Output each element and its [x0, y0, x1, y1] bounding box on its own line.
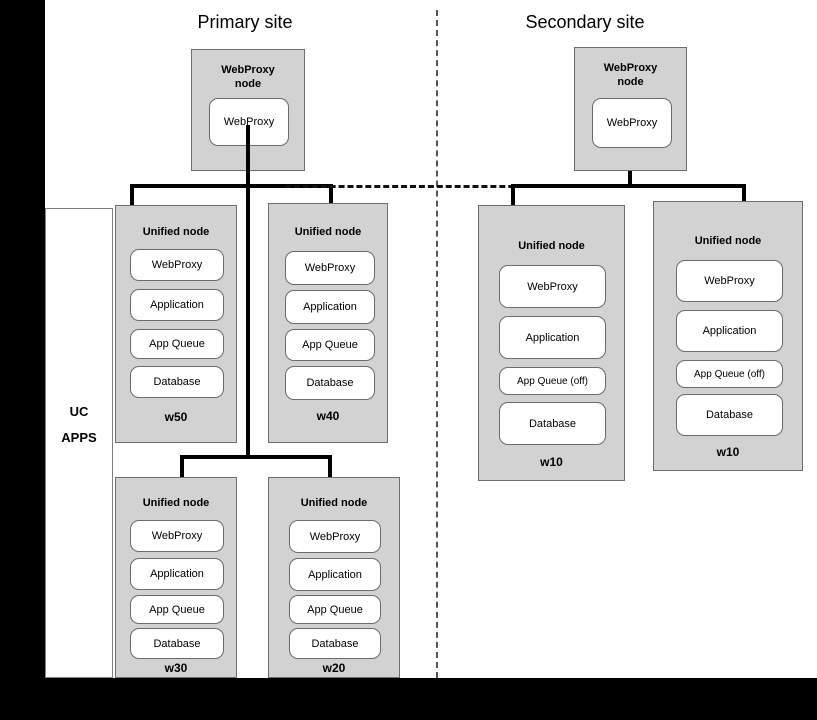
secondary-trunk-line	[628, 171, 632, 186]
unified-node-w50-service-webproxy[interactable]: WebProxy	[130, 249, 224, 281]
diagram-surface: Primary site Secondary site WebProxy nod…	[45, 0, 817, 678]
unified-node-w10-left-footer: w10	[540, 455, 563, 469]
unified-node-w10-left-title: Unified node	[518, 240, 585, 252]
primary-bus-drop-left	[130, 184, 134, 206]
unified-node-w10-right-service-database[interactable]: Database	[676, 394, 783, 436]
unified-node-w20-footer: w20	[322, 661, 346, 675]
secondary-webproxy-node[interactable]: WebProxy node WebProxy	[574, 47, 687, 171]
site-divider-dashed-line	[436, 10, 438, 678]
unified-node-w50-footer: w50	[164, 410, 188, 424]
inter-site-dashed-link	[285, 185, 666, 188]
primary-trunk-line	[246, 125, 250, 457]
unified-node-w20-service-application[interactable]: Application	[289, 558, 381, 591]
unified-node-w40-service-application[interactable]: Application	[285, 290, 375, 324]
secondary-bus-line	[511, 184, 746, 188]
unified-node-w10-right-service-webproxy[interactable]: WebProxy	[676, 260, 783, 302]
unified-node-w20-service-app-queue[interactable]: App Queue	[289, 595, 381, 624]
uc-apps-panel: UC APPS	[45, 208, 113, 678]
unified-node-w20-service-webproxy[interactable]: WebProxy	[289, 520, 381, 553]
unified-node-w40-footer: w40	[316, 409, 340, 423]
secondary-webproxy-service[interactable]: WebProxy	[592, 98, 672, 148]
uc-apps-label-line2: APPS	[61, 430, 97, 445]
unified-node-w50-service-application[interactable]: Application	[130, 289, 224, 321]
uc-apps-label-line1: UC	[69, 404, 89, 419]
unified-node-w40-service-database[interactable]: Database	[285, 366, 375, 400]
secondary-bus-drop-right	[742, 184, 746, 203]
unified-node-w50-service-app-queue[interactable]: App Queue	[130, 329, 224, 359]
secondary-webproxy-node-title-line2: node	[617, 76, 644, 88]
unified-node-w20-service-database[interactable]: Database	[289, 628, 381, 659]
secondary-webproxy-node-title-line1: WebProxy	[603, 62, 658, 74]
primary-webproxy-node-title-line1: WebProxy	[221, 64, 275, 76]
unified-node-w40[interactable]: Unified node WebProxy Application App Qu…	[268, 203, 388, 443]
secondary-site-title: Secondary site	[525, 12, 645, 32]
primary-site-title: Primary site	[197, 12, 293, 32]
unified-node-w30-service-database[interactable]: Database	[130, 628, 224, 659]
unified-node-w30[interactable]: Unified node WebProxy Application App Qu…	[115, 477, 237, 678]
unified-node-w30-title: Unified node	[142, 497, 210, 509]
unified-node-w50-title: Unified node	[142, 226, 210, 238]
primary-lower-bus-drop-right	[328, 455, 332, 478]
secondary-bus-drop-left	[511, 184, 515, 206]
unified-node-w10-right-footer: w10	[716, 445, 740, 459]
unified-node-w30-footer: w30	[164, 661, 188, 675]
unified-node-w10-left-service-app-queue[interactable]: App Queue (off)	[499, 367, 606, 395]
unified-node-w10-left-service-database[interactable]: Database	[499, 402, 606, 445]
unified-node-w10-left[interactable]: Unified node WebProxy Application App Qu…	[478, 205, 625, 481]
unified-node-w20[interactable]: Unified node WebProxy Application App Qu…	[268, 477, 400, 678]
primary-bus-drop-right	[329, 184, 333, 206]
unified-node-w30-service-app-queue[interactable]: App Queue	[130, 595, 224, 624]
unified-node-w20-title: Unified node	[300, 497, 368, 509]
unified-node-w30-service-application[interactable]: Application	[130, 558, 224, 590]
unified-node-w10-left-service-webproxy[interactable]: WebProxy	[499, 265, 606, 308]
unified-node-w10-left-service-application[interactable]: Application	[499, 316, 606, 359]
unified-node-w10-right-service-application[interactable]: Application	[676, 310, 783, 352]
unified-node-w10-right[interactable]: Unified node WebProxy Application App Qu…	[653, 201, 803, 471]
unified-node-w30-service-webproxy[interactable]: WebProxy	[130, 520, 224, 552]
unified-node-w40-title: Unified node	[294, 226, 362, 238]
unified-node-w10-right-service-app-queue[interactable]: App Queue (off)	[676, 360, 783, 388]
primary-webproxy-node[interactable]: WebProxy node WebProxy	[191, 49, 305, 171]
unified-node-w10-right-title: Unified node	[694, 235, 762, 247]
primary-lower-bus-drop-left	[180, 455, 184, 478]
unified-node-w50-service-database[interactable]: Database	[130, 366, 224, 398]
primary-lower-bus-line	[180, 455, 332, 459]
unified-node-w40-service-webproxy[interactable]: WebProxy	[285, 251, 375, 285]
unified-node-w50[interactable]: Unified node WebProxy Application App Qu…	[115, 205, 237, 443]
primary-upper-bus-line	[130, 184, 333, 188]
unified-node-w40-service-app-queue[interactable]: App Queue	[285, 329, 375, 361]
primary-webproxy-node-title-line2: node	[234, 78, 262, 90]
primary-webproxy-service[interactable]: WebProxy	[209, 98, 289, 146]
